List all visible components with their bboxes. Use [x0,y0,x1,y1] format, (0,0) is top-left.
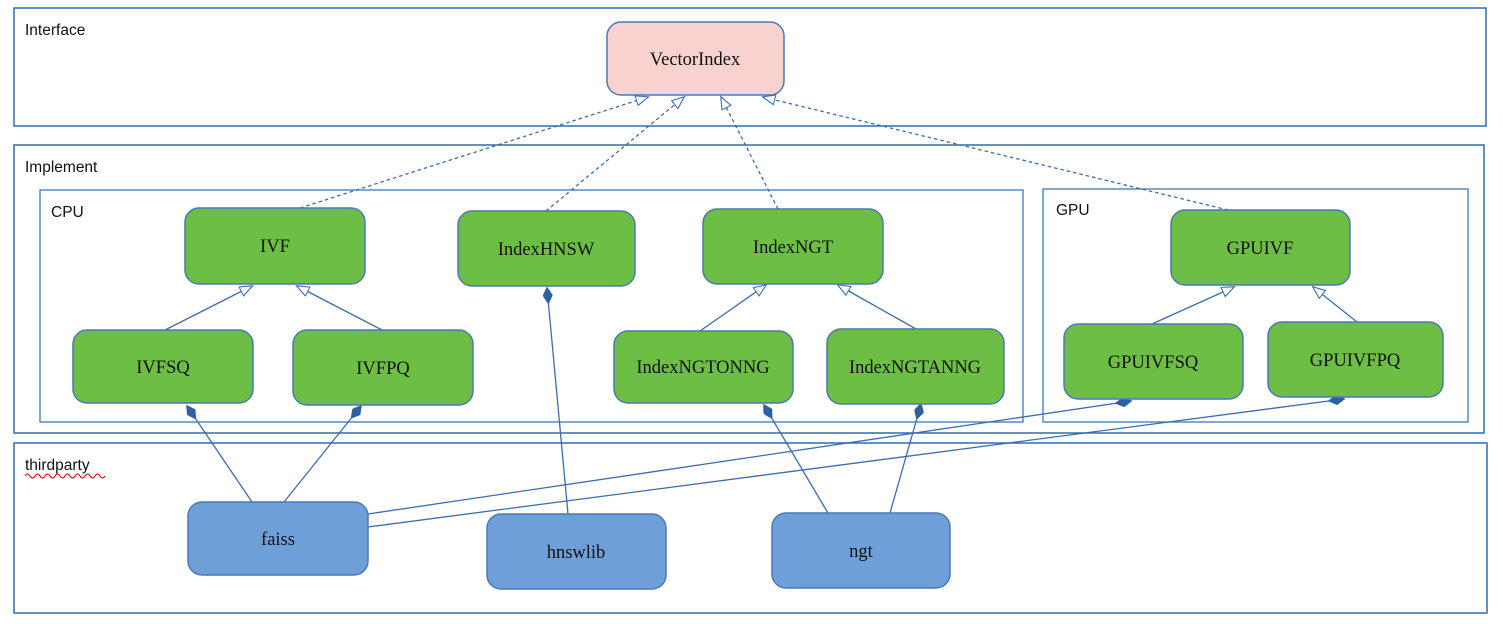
node-indexngtanng[interactable]: IndexNGTANNG [826,328,1005,405]
node-hnswlib-shape[interactable] [486,513,667,590]
node-indexngtonng-label: IndexNGTONNG [636,358,769,378]
edge-generalization-gpuivfpq-gpuivf[interactable] [1313,287,1358,323]
node-faiss[interactable]: faiss [187,501,369,576]
node-faiss-label: faiss [261,530,295,550]
node-indexhnsw-label: IndexHNSW [498,240,595,260]
node-gpuivfpq-label: GPUIVFPQ [1310,351,1401,371]
edge-composition-faiss-ivfsq[interactable] [187,406,253,503]
node-indexngtonng-shape[interactable] [613,330,794,404]
node-indexhnsw[interactable]: IndexHNSW [457,210,636,287]
node-ivfsq-label: IVFSQ [136,358,190,378]
node-vectorindex[interactable]: VectorIndex [606,21,785,96]
node-vectorindex-label: VectorIndex [650,50,741,70]
node-vectorindex-shape[interactable] [606,21,785,96]
section-gpu-label: GPU [1056,202,1090,219]
edge-composition-faiss-ivfpq[interactable] [283,406,361,503]
edge-realization-ivf-vectorindex[interactable] [299,97,648,209]
node-ivfsq-shape[interactable] [72,329,254,404]
node-gpuivf-label: GPUIVF [1227,239,1294,259]
edge-composition-faiss-gpuivfsq[interactable] [367,401,1131,515]
node-ivfpq-label: IVFPQ [356,359,410,379]
node-indexngtanng-shape[interactable] [826,328,1005,405]
node-indexhnsw-shape[interactable] [457,210,636,287]
edge-generalization-ivfsq-ivf[interactable] [164,286,252,331]
node-ngt-label: ngt [849,542,874,562]
section-interface-label: Interface [25,22,85,39]
node-ivf-shape[interactable] [184,207,366,285]
node-gpuivfpq-shape[interactable] [1267,321,1444,398]
node-ngt-shape[interactable] [771,512,951,589]
node-gpuivfsq-shape[interactable] [1063,323,1244,400]
spellcheck-squiggle [24,473,106,479]
edge-composition-hnswlib-indexhnsw[interactable] [547,288,569,515]
edge-realization-gpuivf-vectorindex[interactable] [763,97,1229,211]
node-gpuivfpq[interactable]: GPUIVFPQ [1267,321,1444,398]
section-cpu-label: CPU [51,204,84,221]
edge-generalization-gpuivfsq-gpuivf[interactable] [1151,287,1234,325]
node-ivfsq[interactable]: IVFSQ [72,329,254,404]
node-faiss-shape[interactable] [187,501,369,576]
node-ngt[interactable]: ngt [771,512,951,589]
section-thirdparty-label: thirdparty [25,457,90,474]
node-gpuivfsq-label: GPUIVFSQ [1108,353,1199,373]
section-implement-label: Implement [25,159,98,176]
edge-composition-faiss-gpuivfpq[interactable] [367,399,1344,528]
edge-generalization-indexngtanng-indexngt[interactable] [838,285,917,330]
edge-generalization-ivfpq-ivf[interactable] [297,286,383,331]
node-indexngt[interactable]: IndexNGT [702,208,884,285]
edge-generalization-indexngtonng-indexngt[interactable] [699,285,766,332]
node-ivf-label: IVF [260,237,290,257]
edge-composition-ngt-indexngtanng[interactable] [889,404,921,514]
node-gpuivf[interactable]: GPUIVF [1170,209,1351,286]
node-hnswlib-label: hnswlib [547,543,606,563]
edge-realization-indexngt-vectorindex[interactable] [721,97,779,210]
node-indexngt-shape[interactable] [702,208,884,285]
node-gpuivfsq[interactable]: GPUIVFSQ [1063,323,1244,400]
node-gpuivf-shape[interactable] [1170,209,1351,286]
node-ivf[interactable]: IVF [184,207,366,285]
node-ivfpq-shape[interactable] [292,329,474,406]
node-indexngtanng-label: IndexNGTANNG [849,358,981,378]
node-ivfpq[interactable]: IVFPQ [292,329,474,406]
node-hnswlib[interactable]: hnswlib [486,513,667,590]
edge-composition-ngt-indexngtonng[interactable] [764,405,829,514]
node-indexngtonng[interactable]: IndexNGTONNG [613,330,794,404]
node-indexngt-label: IndexNGT [753,238,833,258]
